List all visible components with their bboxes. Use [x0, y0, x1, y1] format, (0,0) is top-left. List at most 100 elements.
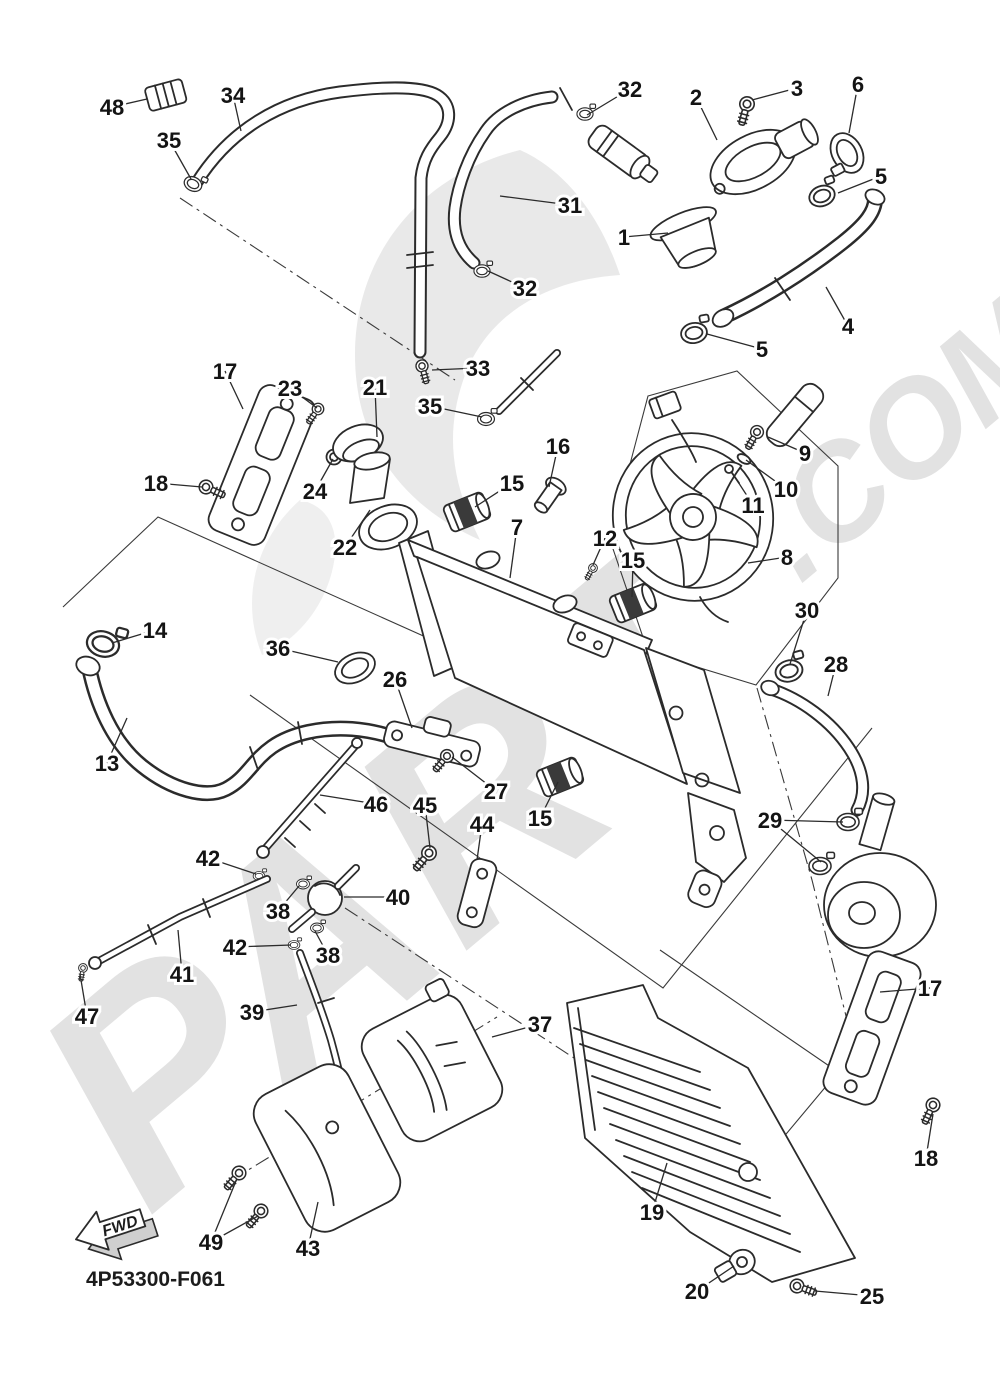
callout-3: 3 [791, 76, 803, 101]
callout-leader-29 [769, 819, 844, 823]
callout-14: 14 [143, 618, 168, 643]
bolt-16 [533, 476, 567, 514]
callout-38: 38 [316, 943, 340, 968]
callout-leader-16 [548, 445, 559, 488]
callout-leader-2 [695, 96, 718, 141]
clamp-5b [803, 174, 843, 211]
hose-31 [447, 87, 573, 270]
callout-44: 44 [470, 812, 495, 837]
filler-neck-22 [349, 451, 418, 558]
callout-leader-45 [424, 804, 431, 849]
callout-leader-33 [431, 367, 479, 371]
clamp-14 [82, 619, 130, 663]
callout-16: 16 [546, 434, 570, 459]
hose-4 [711, 188, 886, 328]
callout-leader-42 [207, 857, 257, 875]
callout-13: 13 [95, 751, 119, 776]
grille-19 [566, 984, 856, 1283]
callout-leader-29 [769, 819, 822, 863]
callout-leader-7 [509, 526, 518, 579]
callout-leader-15 [631, 559, 634, 598]
callout-leader-34 [232, 94, 242, 132]
oring-36 [334, 651, 376, 685]
callout-47: 47 [75, 1004, 99, 1029]
callout-15: 15 [500, 471, 524, 496]
callout-24: 24 [303, 479, 328, 504]
callout-leader-30 [789, 609, 808, 665]
clamp-5a [677, 313, 714, 347]
clamp-30 [770, 649, 810, 686]
callout-leader-49 [210, 1180, 237, 1243]
callout-leader-28 [827, 663, 837, 697]
callout-leader-21 [374, 386, 378, 438]
callout-42: 42 [223, 935, 247, 960]
callout-leader-17 [879, 987, 931, 993]
callout-5: 5 [875, 164, 887, 189]
callout-36: 36 [266, 636, 290, 661]
reservoir-tank-37 [360, 978, 504, 1143]
callout-2: 2 [690, 85, 702, 110]
callout-leader-19 [651, 1162, 668, 1213]
callout-leader-25 [814, 1290, 873, 1297]
callout-17: 17 [918, 976, 942, 1001]
clip-48 [144, 78, 188, 112]
callout-leader-44 [476, 823, 483, 861]
fan-mount-arm [765, 382, 825, 448]
fan-wire-bottom [699, 596, 729, 623]
callout-40: 40 [386, 885, 410, 910]
pipe-joint [495, 349, 561, 415]
callout-leader-37 [491, 1023, 541, 1038]
callout-11: 11 [741, 493, 764, 518]
valve-40 [288, 864, 360, 933]
callout-35: 35 [418, 394, 442, 419]
clamp-6 [829, 132, 865, 177]
thermostat-housing-2 [709, 118, 819, 196]
bolt-25 [787, 1276, 820, 1301]
callout-46: 46 [364, 792, 388, 817]
fan-connector [648, 390, 682, 420]
callout-leader-47 [79, 973, 88, 1017]
callout-leader-23 [289, 387, 318, 409]
callout-37: 37 [528, 1012, 552, 1037]
callout-25: 25 [860, 1284, 884, 1309]
callout-18: 18 [914, 1146, 938, 1171]
radiator-7 [398, 530, 747, 908]
callout-30: 30 [795, 598, 819, 623]
callout-33: 33 [466, 356, 490, 381]
bolt-9 [741, 422, 767, 453]
callout-leader-26 [394, 678, 413, 729]
callout-leader-6 [848, 83, 859, 134]
callout-leader-17 [224, 370, 244, 410]
callout-41: 41 [170, 962, 194, 987]
rod-46 [256, 737, 363, 859]
callout-leader-38 [277, 885, 300, 912]
hose-13 [75, 655, 422, 801]
pipe-fitting-26 [383, 716, 481, 768]
coolant-reservoir [823, 792, 937, 958]
callout-17: 17 [213, 359, 237, 384]
pipe-41 [88, 875, 271, 970]
callout-10: 10 [774, 477, 798, 502]
bracket-44 [456, 857, 498, 929]
callout-leader-8 [747, 556, 788, 564]
callout-leader-24 [314, 458, 334, 492]
thermo-sensor [587, 124, 659, 184]
callout-32: 32 [618, 77, 642, 102]
callout-leader-20 [696, 1265, 735, 1292]
callout-19: 19 [640, 1200, 664, 1225]
callout-leader-41 [177, 929, 183, 975]
callout-15: 15 [621, 548, 645, 573]
callout-29: 29 [758, 808, 782, 833]
callout-12: 12 [593, 526, 617, 551]
callout-leader-13 [106, 717, 128, 764]
callout-leader-15 [539, 781, 559, 819]
callout-leader-12 [592, 537, 606, 566]
callout-leader-14 [111, 629, 156, 644]
callout-28: 28 [824, 652, 848, 677]
callout-leader-39 [251, 1004, 298, 1013]
callout-leader-3 [751, 87, 798, 101]
callout-7: 7 [511, 515, 523, 540]
tank-cover-43 [252, 1063, 402, 1233]
